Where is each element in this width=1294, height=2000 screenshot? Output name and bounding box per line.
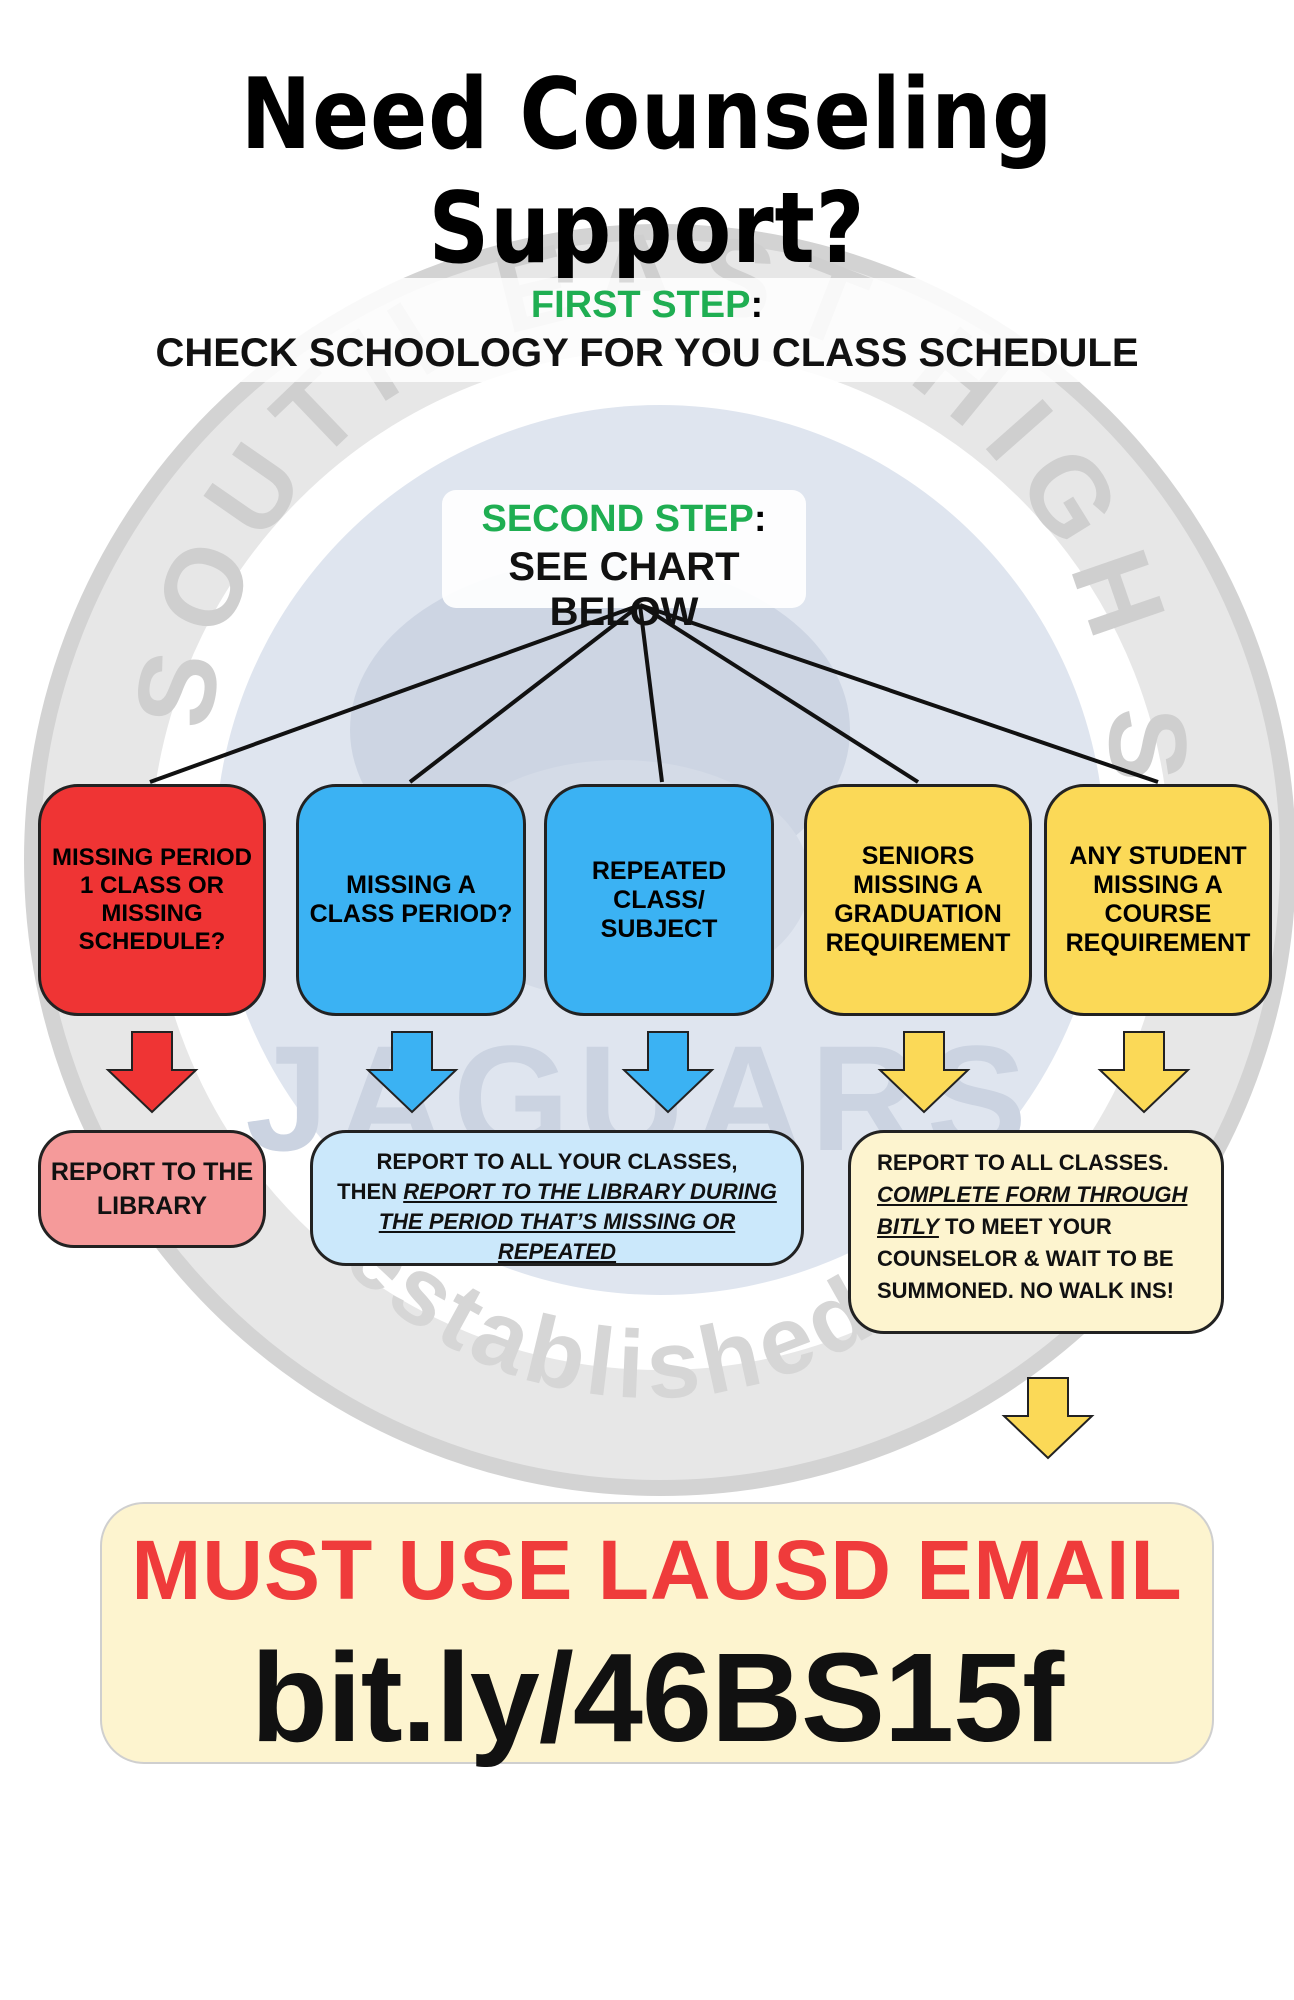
cta-link[interactable]: bit.ly/46BS15f (250, 1627, 1064, 1768)
down-arrow-yellow-1 (877, 1031, 971, 1114)
cta-email-notice: MUST USE LAUSD EMAIL (131, 1523, 1183, 1617)
category-label: MISSING A CLASS PERIOD? (309, 871, 513, 928)
category-label: ANY STUDENT MISSING A COURSE REQUIREMENT (1065, 842, 1251, 957)
category-label: SENIORS MISSING A GRADUATION REQUIREMENT (825, 842, 1011, 957)
category-missing-period-1: MISSING PERIOD 1 CLASS OR MISSING SCHEDU… (38, 784, 266, 1016)
first-step: FIRST STEP: CHECK SCHOOLOGY FOR YOU CLAS… (150, 278, 1144, 382)
first-step-label: FIRST STEP (530, 284, 751, 326)
result-form-plain1: REPORT TO ALL CLASSES. (877, 1150, 1169, 1175)
connector-line-4 (638, 603, 920, 784)
result-classes-then: THEN (337, 1179, 398, 1204)
category-seniors-graduation: SENIORS MISSING A GRADUATION REQUIREMENT (804, 784, 1032, 1016)
category-label: MISSING PERIOD 1 CLASS OR MISSING SCHEDU… (51, 844, 253, 955)
result-report-library: REPORT TO THE LIBRARY (38, 1130, 266, 1248)
result-form-emph: COMPLETE FORM THROUGH BITLY (877, 1182, 1188, 1239)
down-arrow-blue-2 (621, 1031, 715, 1114)
connector-line-2 (408, 603, 642, 784)
down-arrow-red (105, 1031, 199, 1114)
second-step-label: SECOND STEP (481, 498, 754, 540)
category-any-student-course: ANY STUDENT MISSING A COURSE REQUIREMENT (1044, 784, 1272, 1016)
result-complete-form: REPORT TO ALL CLASSES. COMPLETE FORM THR… (848, 1130, 1224, 1334)
first-step-text: CHECK SCHOOLOGY FOR YOU CLASS SCHEDULE (155, 331, 1139, 375)
result-form-plain2: TO MEET YOUR COUNSELOR & WAIT TO BE SUMM… (877, 1214, 1174, 1303)
connector-line-3 (638, 604, 664, 783)
result-classes-emph: REPORT TO THE LIBRARY DURING THE PERIOD … (378, 1179, 777, 1264)
down-arrow-yellow-3 (1001, 1377, 1095, 1460)
down-arrow-yellow-2 (1097, 1031, 1191, 1114)
category-label: REPEATED CLASS/ SUBJECT (591, 856, 727, 943)
page-title: Need Counseling Support? (240, 58, 1054, 286)
cta-box: MUST USE LAUSD EMAIL bit.ly/46BS15f (100, 1502, 1214, 1768)
connector-line-1 (149, 603, 641, 784)
down-arrow-blue-1 (365, 1031, 459, 1114)
category-repeated-class: REPEATED CLASS/ SUBJECT (544, 784, 774, 1016)
result-report-classes: REPORT TO ALL YOUR CLASSES, THEN REPORT … (310, 1130, 804, 1266)
result-classes-plain: REPORT TO ALL YOUR CLASSES, (376, 1149, 738, 1174)
category-missing-class-period: MISSING A CLASS PERIOD? (296, 784, 526, 1016)
connector-line-5 (639, 603, 1159, 784)
